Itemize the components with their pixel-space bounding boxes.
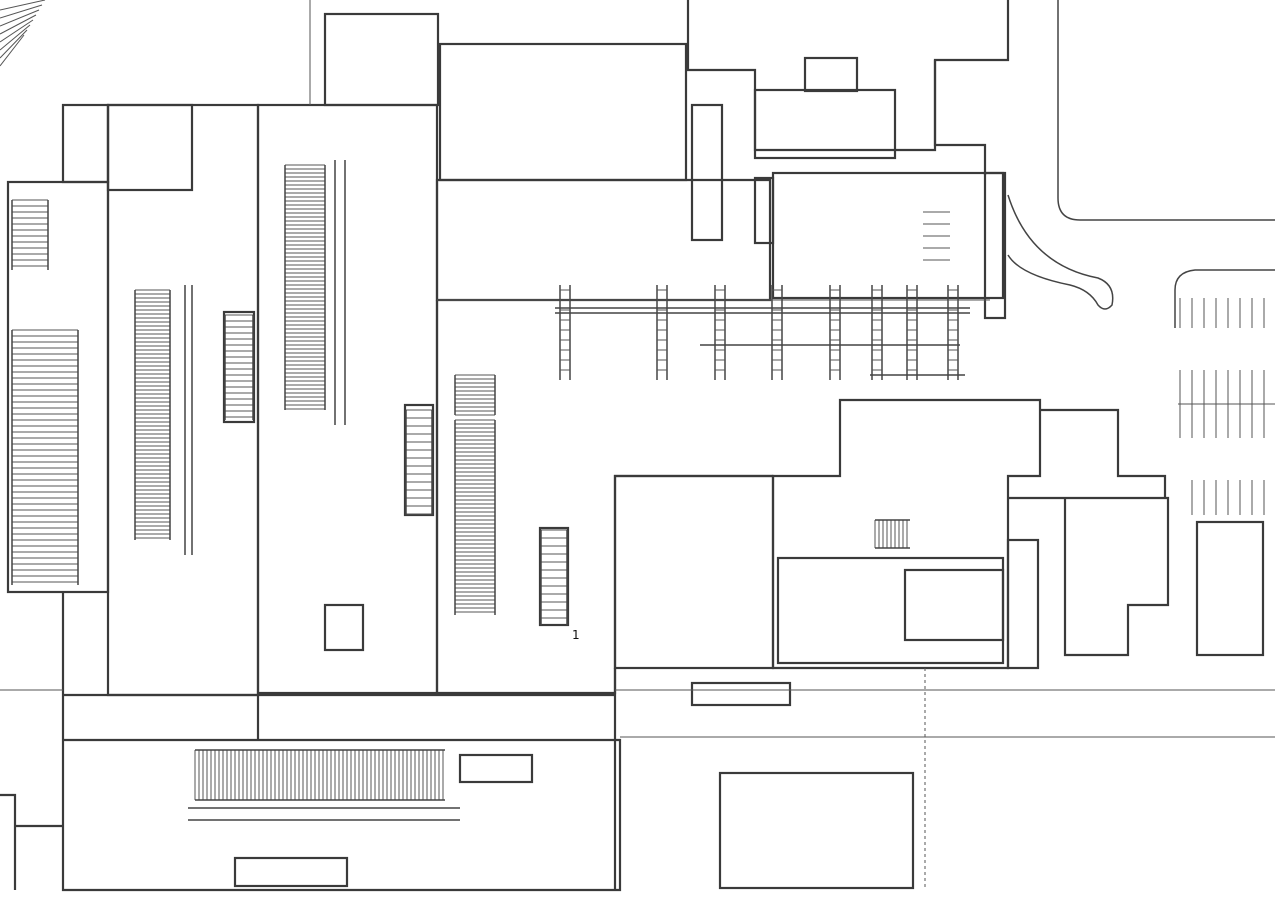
- parking-stripes: [1178, 298, 1275, 515]
- hatch-top-left: [0, 0, 46, 67]
- drawing-line: [0, 0, 46, 11]
- drawing-line: [0, 14, 37, 35]
- drawing-line: [0, 4, 43, 19]
- drawing-line: [0, 24, 31, 51]
- storage-racks: [11, 160, 950, 821]
- conveyor-frames: [555, 285, 970, 380]
- plan-label: 1: [572, 628, 580, 642]
- drawing-line: [0, 34, 25, 67]
- drawing-line: [0, 29, 28, 59]
- drawing-line: [0, 9, 40, 27]
- drawing-line: [0, 19, 34, 43]
